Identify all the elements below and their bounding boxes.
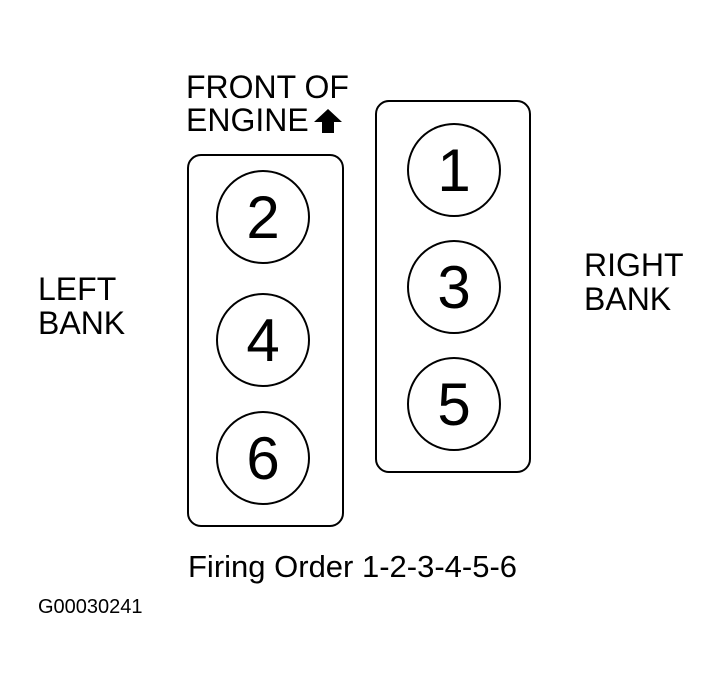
firing-order-caption: Firing Order 1-2-3-4-5-6 bbox=[188, 549, 518, 584]
left-bank-box bbox=[187, 154, 344, 527]
cylinder-4-number: 4 bbox=[246, 307, 280, 374]
left-bank-label: LEFT BANK bbox=[38, 272, 125, 340]
cylinder-1: 1 bbox=[407, 123, 501, 217]
front-label-line2: ENGINE bbox=[186, 104, 349, 137]
left-bank-label-line1: LEFT bbox=[38, 271, 117, 307]
cylinder-1-number: 1 bbox=[437, 137, 471, 204]
right-bank-label-line1: RIGHT bbox=[584, 247, 684, 283]
front-of-engine-label: FRONT OF ENGINE bbox=[186, 71, 349, 137]
cylinder-6-number: 6 bbox=[246, 425, 280, 492]
right-bank-label-line2: BANK bbox=[584, 281, 672, 317]
left-bank-label-line2: BANK bbox=[38, 305, 126, 341]
cylinder-2-number: 2 bbox=[246, 184, 280, 251]
cylinder-4: 4 bbox=[216, 293, 310, 387]
cylinder-5-number: 5 bbox=[437, 371, 471, 438]
cylinder-3: 3 bbox=[407, 240, 501, 334]
cylinder-2: 2 bbox=[216, 170, 310, 264]
diagram-id: G00030241 bbox=[38, 596, 143, 618]
arrow-up-icon bbox=[313, 109, 342, 133]
cylinder-6: 6 bbox=[216, 411, 310, 505]
front-label-line1: FRONT OF bbox=[186, 69, 349, 105]
right-bank-box bbox=[375, 100, 531, 473]
front-label-line2-text: ENGINE bbox=[186, 102, 309, 138]
right-bank-label: RIGHT BANK bbox=[584, 248, 684, 316]
cylinder-5: 5 bbox=[407, 357, 501, 451]
cylinder-3-number: 3 bbox=[437, 254, 471, 321]
